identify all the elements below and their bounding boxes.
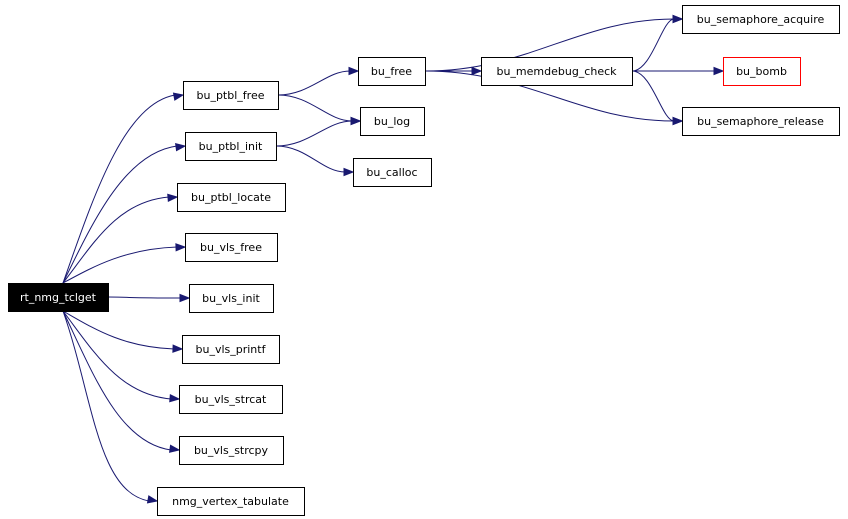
node-label: bu_vls_free: [200, 241, 262, 254]
node-box: [185, 233, 278, 262]
arrowhead-bu_memdebug_check-to-bu_bomb: [713, 66, 725, 76]
node-bu_log[interactable]: bu_log: [360, 107, 425, 136]
arrowhead-rt_nmg_tclget-to-bu_ptbl_locate: [167, 193, 179, 202]
edge-bu_ptbl_init-to-bu_calloc: [275, 145, 346, 173]
node-bu_vls_strcpy[interactable]: bu_vls_strcpy: [179, 436, 284, 465]
node-box: [481, 57, 633, 86]
arrowhead-rt_nmg_tclget-to-bu_vls_init: [179, 293, 191, 303]
node-bu_vls_free[interactable]: bu_vls_free: [185, 233, 278, 262]
edge-bu_memdebug_check-to-bu_semaphore_release: [631, 70, 675, 122]
edge-rt_nmg_tclget-to-bu_ptbl_locate: [62, 196, 170, 284]
node-box: [723, 57, 801, 86]
node-box: [157, 487, 305, 516]
node-box: [183, 81, 279, 110]
edge-bu_ptbl_init-to-bu_log: [275, 120, 353, 147]
arrowhead-bu_free-to-bu_memdebug_check: [471, 66, 483, 76]
node-label: bu_ptbl_init: [199, 140, 263, 153]
edge-rt_nmg_tclget-to-bu_vls_strcpy: [62, 310, 172, 451]
node-bu_ptbl_free[interactable]: bu_ptbl_free: [183, 81, 279, 110]
edge-bu_free-to-bu_semaphore_acquire: [424, 18, 675, 72]
node-box: [179, 436, 284, 465]
arrowhead-bu_memdebug_check-to-bu_semaphore_release: [672, 116, 684, 126]
node-label: bu_free: [371, 65, 412, 78]
edge-rt_nmg_tclget-to-nmg_vertex_tabulate: [62, 310, 150, 502]
node-bu_calloc[interactable]: bu_calloc: [353, 158, 432, 187]
node-label: bu_semaphore_release: [697, 115, 824, 128]
arrowhead-bu_ptbl_init-to-bu_calloc: [343, 167, 355, 177]
edge-bu_ptbl_free-to-bu_free: [277, 70, 351, 96]
node-box: [185, 132, 277, 161]
edge-bu_free-to-bu_semaphore_release: [424, 70, 675, 122]
node-label: nmg_vertex_tabulate: [172, 495, 289, 508]
node-label: bu_vls_printf: [196, 343, 267, 356]
node-label: bu_vls_init: [202, 292, 260, 305]
node-bu_semaphore_release[interactable]: bu_semaphore_release: [682, 107, 840, 136]
arrowhead-rt_nmg_tclget-to-bu_ptbl_init: [175, 143, 187, 152]
arrowhead-rt_nmg_tclget-to-bu_vls_printf: [172, 344, 184, 353]
node-bu_ptbl_init[interactable]: bu_ptbl_init: [185, 132, 277, 161]
node-box: [182, 335, 280, 364]
node-bu_ptbl_locate[interactable]: bu_ptbl_locate: [177, 183, 286, 212]
node-label: bu_log: [374, 115, 410, 128]
node-bu_vls_strcat[interactable]: bu_vls_strcat: [179, 385, 283, 414]
arrowhead-bu_ptbl_init-to-bu_log: [350, 116, 362, 126]
node-box: [189, 284, 274, 313]
node-label: rt_nmg_tclget: [20, 291, 97, 304]
node-label: bu_memdebug_check: [496, 65, 617, 78]
node-box: [179, 385, 283, 414]
edge-rt_nmg_tclget-to-bu_ptbl_free: [62, 94, 176, 284]
node-box: [8, 283, 109, 312]
node-nmg_vertex_tabulate[interactable]: nmg_vertex_tabulate: [157, 487, 305, 516]
edge-rt_nmg_tclget-to-bu_vls_printf: [62, 310, 175, 350]
node-bu_bomb[interactable]: bu_bomb: [723, 57, 801, 86]
edge-rt_nmg_tclget-to-bu_ptbl_init: [62, 145, 178, 284]
node-box: [177, 183, 286, 212]
node-box: [353, 158, 432, 187]
arrowhead-rt_nmg_tclget-to-bu_vls_free: [175, 243, 187, 252]
node-label: bu_calloc: [366, 166, 417, 179]
node-box: [682, 107, 840, 136]
node-bu_vls_init[interactable]: bu_vls_init: [189, 284, 274, 313]
arrowhead-bu_ptbl_free-to-bu_free: [348, 66, 360, 76]
nodes-layer: rt_nmg_tclget bu_ptbl_free bu_ptbl_init bu_…: [8, 5, 840, 516]
node-box: [682, 5, 840, 34]
arrowhead-rt_nmg_tclget-to-bu_ptbl_free: [172, 92, 185, 101]
edge-rt_nmg_tclget-to-bu_vls_init: [107, 296, 182, 299]
node-label: bu_bomb: [736, 65, 787, 78]
node-box: [358, 57, 426, 86]
node-label: bu_ptbl_locate: [191, 191, 271, 204]
node-box: [360, 107, 425, 136]
arrowhead-rt_nmg_tclget-to-nmg_vertex_tabulate: [146, 495, 159, 504]
arrowhead-bu_memdebug_check-to-bu_semaphore_acquire: [672, 14, 684, 24]
edge-bu_memdebug_check-to-bu_semaphore_acquire: [631, 18, 675, 72]
edges-layer: [62, 14, 725, 504]
edge-rt_nmg_tclget-to-bu_vls_free: [62, 246, 178, 284]
arrowhead-rt_nmg_tclget-to-bu_vls_strcat: [169, 393, 181, 403]
node-bu_semaphore_acquire[interactable]: bu_semaphore_acquire: [682, 5, 840, 34]
node-label: bu_semaphore_acquire: [697, 13, 825, 26]
edge-bu_ptbl_free-to-bu_log: [277, 94, 353, 122]
node-bu_memdebug_check[interactable]: bu_memdebug_check: [481, 57, 633, 86]
node-label: bu_vls_strcat: [195, 393, 267, 406]
node-bu_vls_printf[interactable]: bu_vls_printf: [182, 335, 280, 364]
node-bu_free[interactable]: bu_free: [358, 57, 426, 86]
node-label: bu_ptbl_free: [197, 89, 265, 102]
arrowhead-rt_nmg_tclget-to-bu_vls_strcpy: [169, 444, 181, 453]
node-rt_nmg_tclget[interactable]: rt_nmg_tclget: [8, 283, 109, 312]
node-label: bu_vls_strcpy: [194, 444, 269, 457]
edge-rt_nmg_tclget-to-bu_vls_strcat: [62, 310, 172, 400]
